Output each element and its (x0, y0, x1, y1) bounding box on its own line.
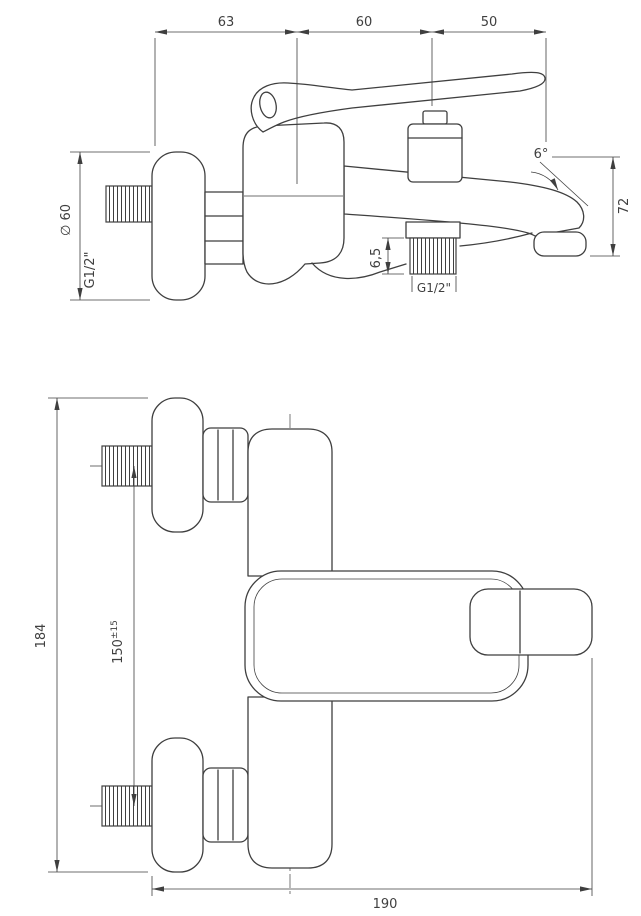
outlet-thread-label: G1/2" (417, 281, 451, 295)
dim-190-label: 190 (373, 897, 398, 912)
wall-connection-top (101, 397, 249, 533)
shower-outlet (405, 221, 461, 275)
lower-column (247, 696, 333, 869)
top-escutcheon (151, 397, 204, 533)
dim-150-label: 150±15 (110, 620, 126, 664)
wall-connection-bottom (101, 737, 249, 873)
dim-angle-label: 6° (534, 147, 549, 162)
spout-body (343, 165, 585, 237)
top-inlet-thread (101, 445, 153, 487)
lever-handle-side (250, 71, 546, 133)
dim-60-label: 60 (356, 15, 373, 30)
inlet-thread-side (105, 185, 153, 223)
bottom-nut (202, 767, 249, 843)
wall-connection-side (105, 151, 244, 301)
upper-column (247, 428, 333, 577)
front-view-dimensions: 184 150±15 190 (34, 397, 593, 912)
spout (343, 165, 587, 257)
faucet-body-front (244, 570, 529, 702)
wall-nut-side (204, 191, 244, 265)
dim-6-5-label: 6,5 (369, 248, 384, 269)
bottom-inlet-thread (101, 785, 153, 827)
side-view: 63 60 50 72 6° ∅ 60 G1/2" 6,5 (59, 15, 632, 301)
dim-63-label: 63 (218, 15, 235, 30)
front-view: 184 150±15 190 (34, 397, 593, 912)
dim-184-label: 184 (34, 624, 49, 649)
diverter-knob (407, 110, 463, 183)
side-view-dimensions: 63 60 50 72 6° ∅ 60 G1/2" 6,5 (59, 15, 632, 301)
lever-handle-front (469, 588, 593, 656)
aerator (533, 231, 587, 257)
escutcheon-side (151, 151, 206, 301)
bottom-escutcheon (151, 737, 204, 873)
dim-50-label: 50 (481, 15, 498, 30)
outlet-thread (409, 237, 457, 275)
outlet-collar (405, 221, 461, 239)
inlet-thread-label: G1/2" (83, 252, 98, 289)
top-nut (202, 427, 249, 503)
dim-diameter-label: ∅ 60 (59, 204, 74, 236)
dim-72-label: 72 (617, 198, 632, 215)
faucet-body-side (242, 122, 533, 285)
handle-detail (259, 91, 277, 119)
